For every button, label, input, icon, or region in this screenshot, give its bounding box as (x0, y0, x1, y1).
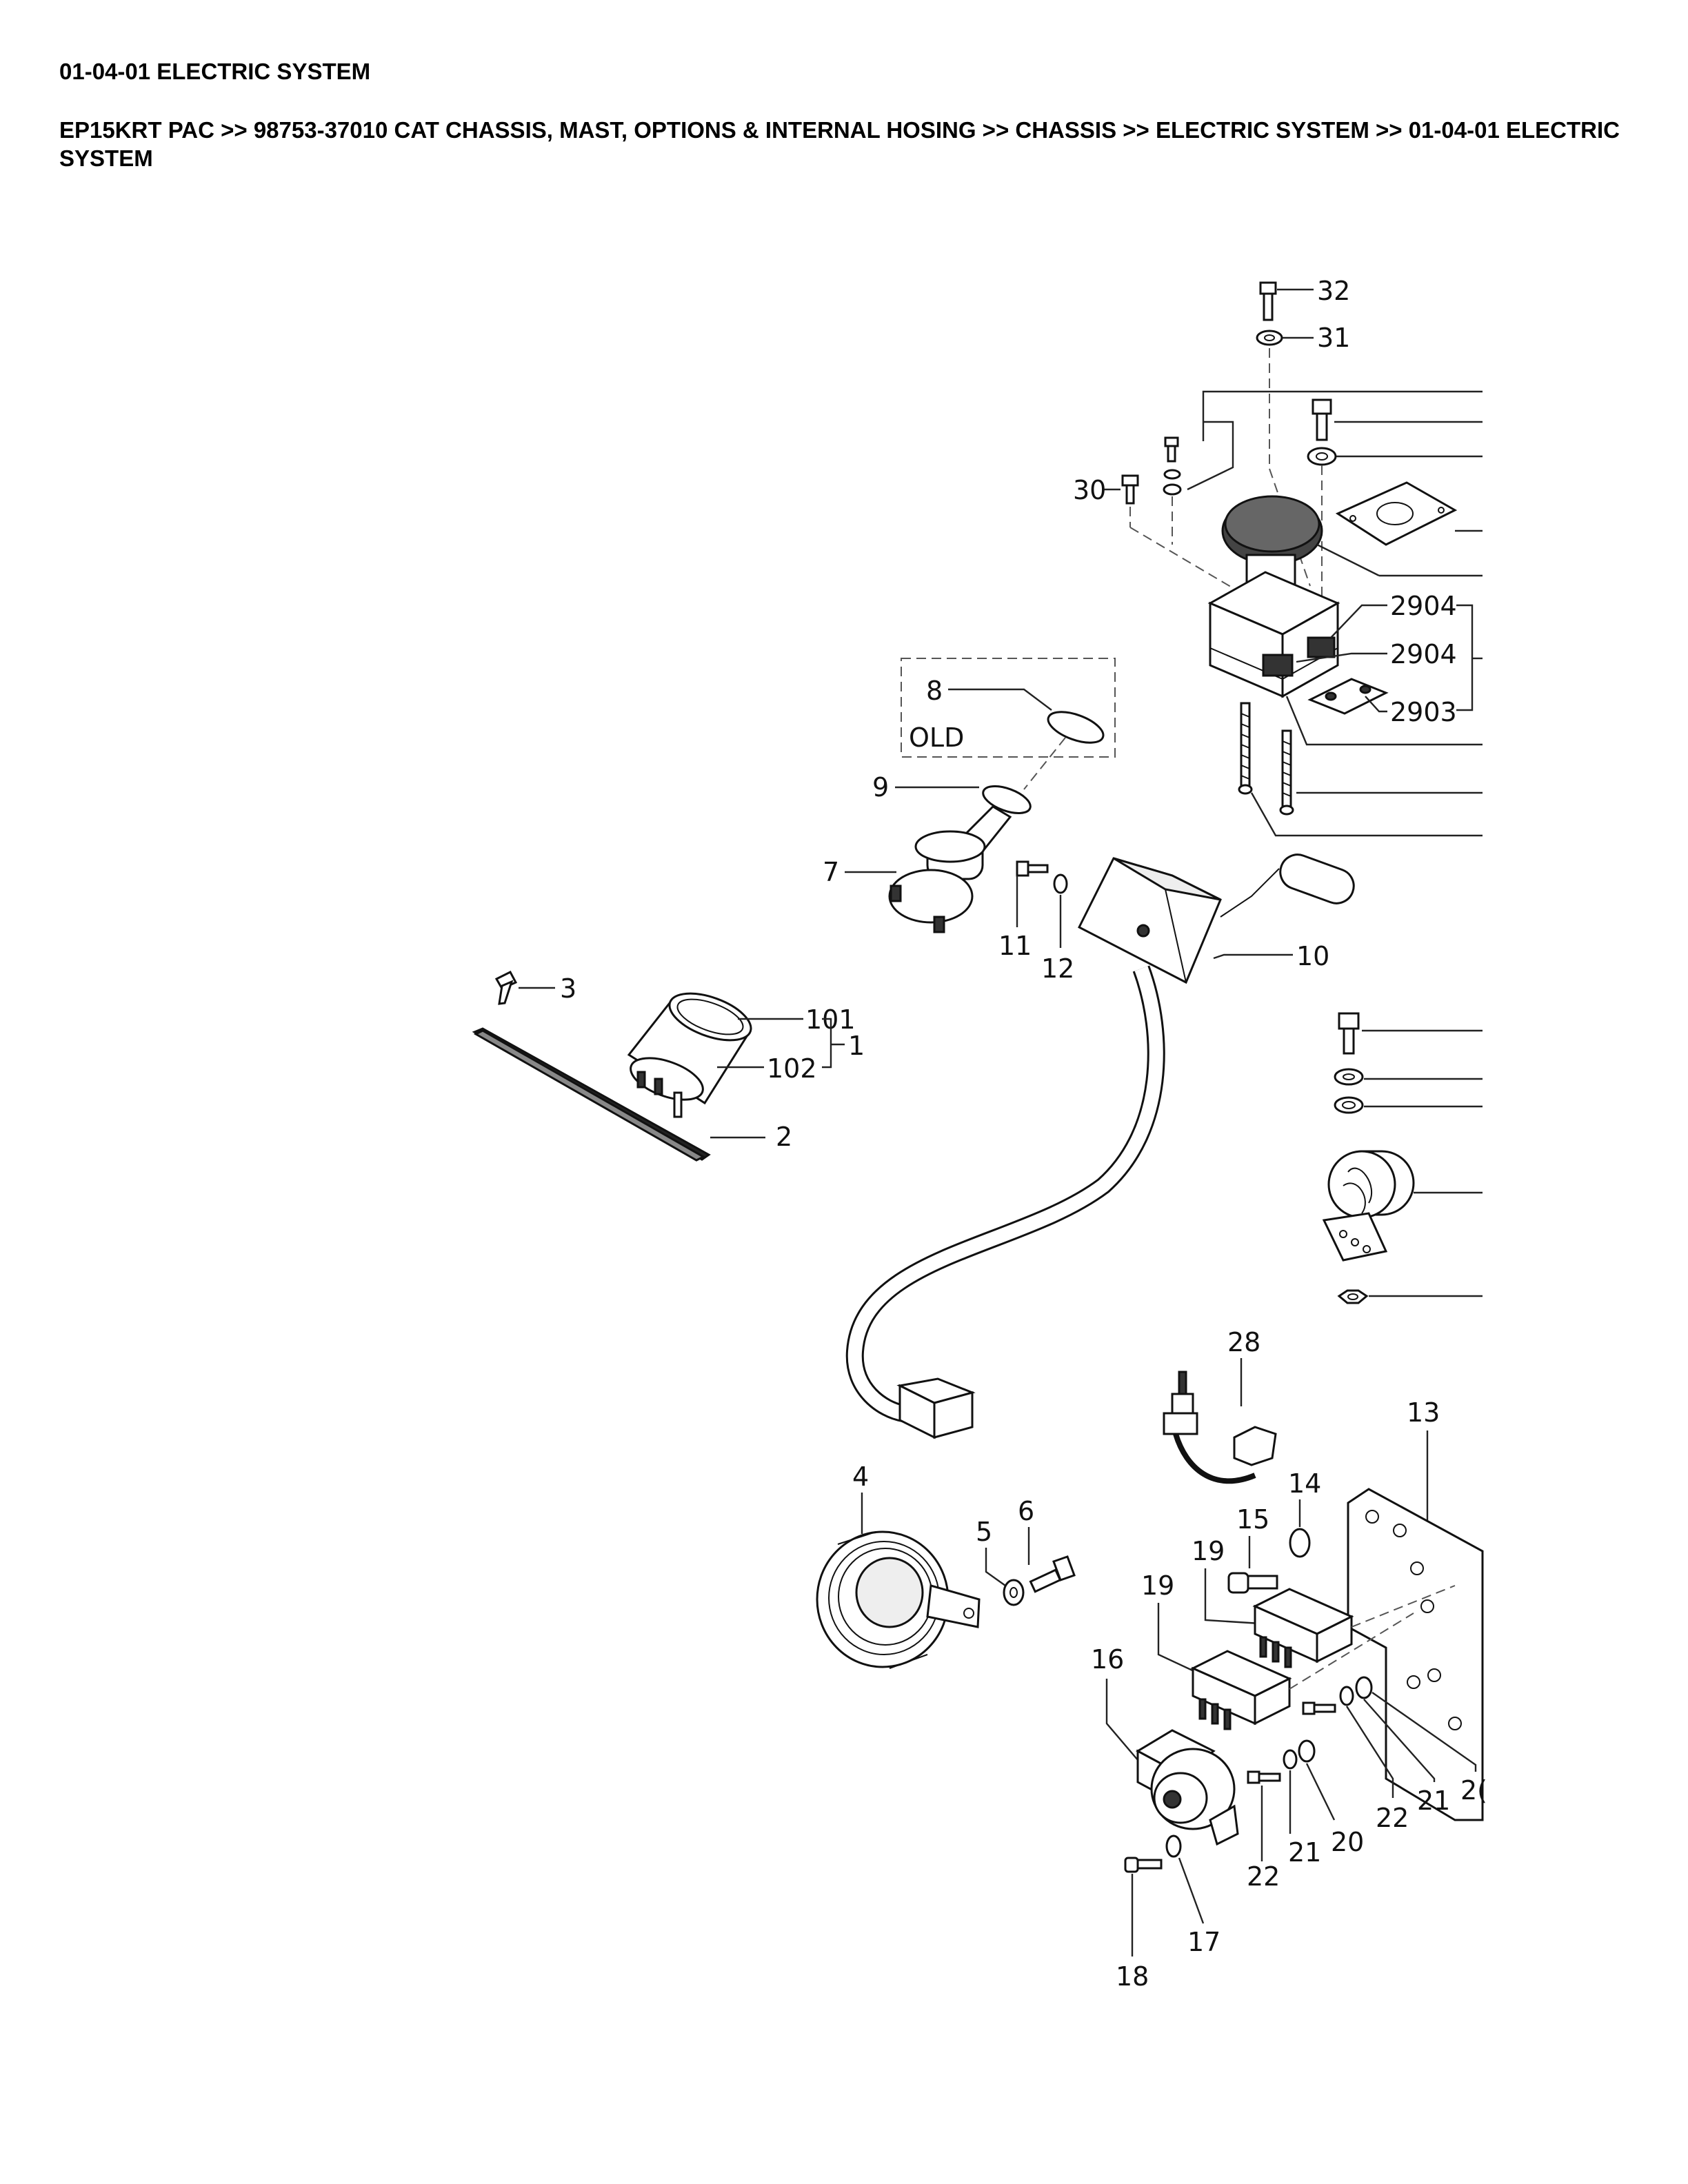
label-22-a: 22 (1376, 1803, 1409, 1833)
label-2903: 2903 (1390, 697, 1457, 727)
label-16: 16 (1091, 1644, 1124, 1675)
label-32: 32 (1317, 276, 1350, 306)
horn-4 (816, 1530, 981, 1669)
screw-18 (1124, 1857, 1163, 1873)
label-15: 15 (1236, 1504, 1269, 1535)
lock-washer-17 (1165, 1834, 1182, 1858)
bolt-top-right (1307, 398, 1337, 466)
mounting-bracket-13 (1347, 1488, 1484, 1821)
bolt-15 (1227, 1572, 1278, 1594)
label-5: 5 (976, 1517, 992, 1547)
gasket-plate (1335, 481, 1483, 546)
label-22-b: 22 (1247, 1861, 1280, 1892)
breadcrumb: EP15KRT PAC >> 98753-37010 CAT CHASSIS, … (59, 117, 1620, 171)
nut-right (1337, 1289, 1483, 1304)
label-12: 12 (1041, 953, 1074, 984)
label-28: 28 (1227, 1327, 1260, 1357)
label-6: 6 (1018, 1496, 1034, 1526)
washer-right-b (1334, 1096, 1483, 1114)
screw-22-lower (1247, 1770, 1281, 1784)
label-10: 10 (1296, 941, 1329, 971)
label-21-a: 21 (1417, 1786, 1450, 1816)
cable (845, 965, 1165, 1422)
o-ring-8 (1047, 711, 1105, 744)
label-17: 17 (1187, 1927, 1220, 1957)
washer-right-a (1334, 1068, 1483, 1086)
o-ring-9 (982, 785, 1032, 814)
label-30: 30 (1073, 475, 1106, 505)
washer-5 (1003, 1579, 1025, 1606)
bolt-6 (1029, 1555, 1076, 1593)
label-old: OLD (909, 722, 964, 753)
label-19-b: 19 (1141, 1570, 1174, 1601)
bolt-right-mid (1338, 1012, 1483, 1055)
label-14: 14 (1288, 1468, 1321, 1499)
screw-22-upper (1302, 1701, 1336, 1715)
label-7: 7 (823, 857, 839, 887)
label-11: 11 (998, 931, 1032, 961)
label-102: 102 (767, 1053, 817, 1084)
label-2c: 2( (1460, 1775, 1487, 1806)
cable-connector (896, 1377, 976, 1439)
page-title: 01-04-01 ELECTRIC SYSTEM (59, 59, 371, 84)
terminal-plate-2903 (1307, 678, 1389, 715)
label-4: 4 (852, 1462, 869, 1492)
label-31: 31 (1317, 323, 1350, 353)
relay-19-lower (1190, 1650, 1292, 1730)
toggle-switch-28 (1163, 1371, 1277, 1484)
buzzer (1322, 1150, 1483, 1262)
lock-washer-14 (1289, 1528, 1311, 1558)
long-screw-b (1279, 729, 1294, 816)
label-20-a: 20 (1331, 1827, 1364, 1857)
label-19-a: 19 (1192, 1536, 1225, 1566)
direction-switch-10 (1077, 853, 1355, 984)
screw-11 (1016, 860, 1049, 877)
long-screw-a (1238, 702, 1253, 795)
screw-small-a (1163, 436, 1182, 496)
label-18: 18 (1116, 1961, 1149, 1992)
label-8: 8 (926, 676, 943, 706)
lock-washer-21-upper (1339, 1686, 1354, 1706)
key-switch-16 (1135, 1729, 1239, 1846)
label-9: 9 (872, 772, 889, 802)
label-21-b: 21 (1288, 1837, 1321, 1868)
label-2: 2 (776, 1122, 792, 1152)
emergency-switch (1207, 495, 1340, 698)
washer-20-upper (1355, 1676, 1373, 1699)
key-switch-7 (888, 805, 1012, 933)
label-13: 13 (1407, 1397, 1440, 1428)
label-2904-b: 2904 (1390, 639, 1457, 669)
label-1: 1 (848, 1031, 865, 1061)
lock-washer-21-lower (1283, 1749, 1298, 1770)
old-box (901, 658, 1116, 758)
lock-washer-12 (1053, 873, 1068, 894)
hour-meter-gauge (627, 992, 752, 1118)
relay-19-upper (1252, 1588, 1354, 1668)
screw-30 (1103, 474, 1139, 505)
bolt-32 (1259, 281, 1314, 321)
label-2904-a: 2904 (1390, 591, 1457, 621)
gasket-2 (472, 1027, 711, 1162)
washer-31 (1256, 330, 1314, 346)
screw-3 (494, 971, 518, 1005)
washer-20-lower (1298, 1739, 1316, 1763)
label-3: 3 (560, 973, 576, 1004)
